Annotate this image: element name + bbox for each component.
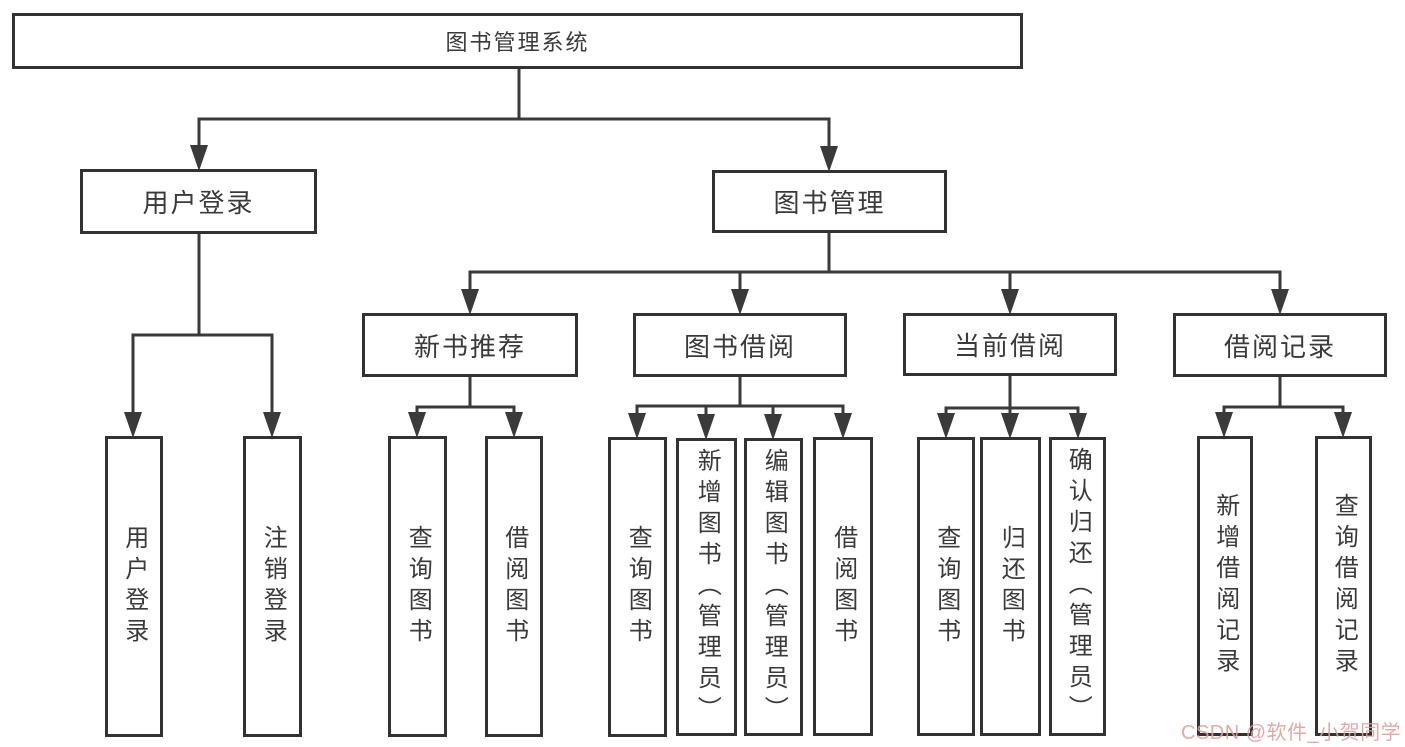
node-leaf-confirm-return-admin: 确认归还（管理员） — [1049, 437, 1106, 736]
node-leaf-query-book-borrow-label: 查询图书 — [624, 525, 652, 649]
node-leaf-borrow-book-recommend-label: 借阅图书 — [500, 524, 528, 649]
node-leaf-edit-book-admin-label: 编辑图书（管理员） — [760, 447, 788, 727]
node-leaf-add-borrow-record-label: 新增借阅记录 — [1211, 493, 1239, 679]
connector-book-management-group — [468, 231, 1282, 303]
csdn-watermark: CSDN @软件_小贺同学 — [1181, 722, 1402, 744]
node-leaf-query-book-current: 查询图书 — [917, 437, 975, 736]
node-leaf-return-book-label: 归还图书 — [997, 524, 1025, 649]
node-leaf-edit-book-admin: 编辑图书（管理员） — [744, 438, 803, 736]
node-leaf-query-book-recommend-label: 查询图书 — [404, 524, 432, 649]
node-leaf-add-book-admin: 新增图书（管理员） — [676, 438, 737, 736]
node-leaf-user-login: 用户登录 — [105, 436, 163, 737]
node-leaf-add-borrow-record: 新增借阅记录 — [1197, 436, 1253, 736]
node-leaf-user-login-label: 用户登录 — [120, 524, 148, 649]
node-new-book-recommend: 新书推荐 — [362, 313, 578, 377]
connector-root-to-level2 — [197, 67, 831, 160]
connector-new-book-group — [415, 375, 516, 426]
node-current-borrow-label: 当前借阅 — [953, 331, 1066, 361]
node-leaf-borrow-book: 借阅图书 — [813, 437, 873, 736]
arrowheads — [124, 145, 1352, 440]
node-book-management: 图书管理 — [712, 170, 947, 233]
node-book-management-label: 图书管理 — [773, 188, 886, 218]
node-current-borrow: 当前借阅 — [903, 313, 1117, 376]
connector-user-login-group — [131, 232, 274, 426]
node-borrow-records: 借阅记录 — [1173, 313, 1387, 377]
node-leaf-logout: 注销登录 — [243, 436, 302, 737]
node-leaf-add-book-admin-label: 新增图书（管理员） — [693, 447, 721, 727]
node-new-book-recommend-label: 新书推荐 — [413, 331, 526, 362]
node-borrow-records-label: 借阅记录 — [1223, 331, 1336, 362]
node-leaf-query-borrow-record-label: 查询借阅记录 — [1330, 493, 1358, 679]
node-book-borrow: 图书借阅 — [633, 313, 847, 377]
node-library-system-label: 图书管理系统 — [445, 30, 590, 55]
node-leaf-query-borrow-record: 查询借阅记录 — [1315, 436, 1372, 736]
node-leaf-query-book-recommend: 查询图书 — [388, 436, 447, 737]
node-leaf-borrow-book-label: 借阅图书 — [829, 524, 857, 649]
node-leaf-query-book-current-label: 查询图书 — [932, 524, 960, 649]
connector-borrow-records-group — [1222, 375, 1345, 426]
node-user-login: 用户登录 — [80, 169, 317, 234]
node-leaf-borrow-book-recommend: 借阅图书 — [485, 436, 543, 737]
node-book-borrow-label: 图书借阅 — [683, 331, 796, 362]
node-leaf-logout-label: 注销登录 — [259, 524, 287, 649]
connector-book-borrow-group — [635, 375, 845, 428]
node-leaf-confirm-return-admin-label: 确认归还（管理员） — [1064, 447, 1092, 726]
node-user-login-label: 用户登录 — [142, 188, 255, 218]
node-library-system: 图书管理系统 — [12, 13, 1023, 69]
node-leaf-return-book: 归还图书 — [980, 437, 1041, 736]
node-leaf-query-book-borrow: 查询图书 — [608, 437, 667, 737]
